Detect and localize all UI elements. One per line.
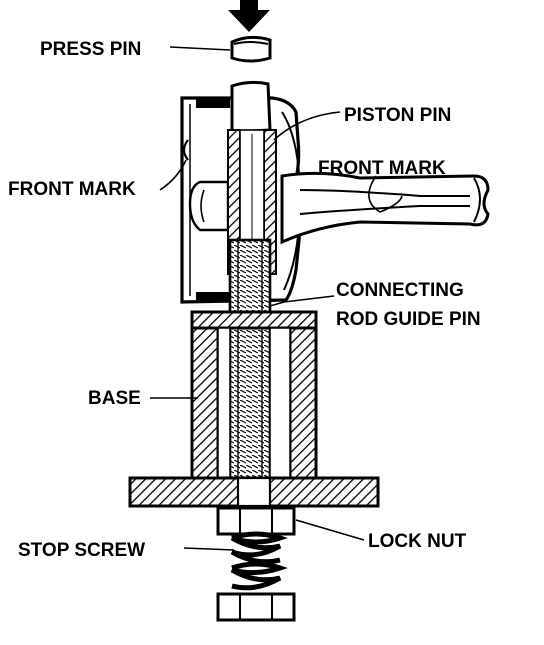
leader-lines [150, 46, 403, 551]
leader-lock-nut [295, 519, 365, 541]
leader-piston-pin [273, 111, 341, 141]
label-guide-pin-line1: CONNECTING [336, 280, 464, 301]
leader-guide-pin [269, 295, 335, 307]
label-front-mark-right: FRONT MARK [318, 158, 446, 179]
label-lock-nut: LOCK NUT [368, 531, 467, 552]
connecting-rod-guide-pin [228, 238, 272, 494]
stop-screw [216, 531, 296, 622]
leader-front-mark-left [159, 159, 187, 191]
labels: PRESS PIN PISTON PIN FRONT MARK FRONT MA… [8, 39, 481, 561]
leader-press-pin [169, 46, 231, 51]
label-front-mark-left: FRONT MARK [8, 179, 136, 200]
press-pin [230, 35, 272, 63]
lock-nut [216, 506, 296, 536]
label-piston-pin: PISTON PIN [344, 105, 451, 126]
leader-front-mark-right [368, 175, 403, 213]
press-force-arrow [228, 0, 270, 32]
connecting-rod [280, 171, 490, 245]
label-guide-pin-line2: ROD GUIDE PIN [336, 309, 481, 330]
leader-stop-screw [183, 547, 235, 551]
label-press-pin: PRESS PIN [40, 39, 141, 60]
label-stop-screw: STOP SCREW [18, 540, 145, 561]
base [128, 310, 380, 508]
label-base: BASE [88, 388, 141, 409]
